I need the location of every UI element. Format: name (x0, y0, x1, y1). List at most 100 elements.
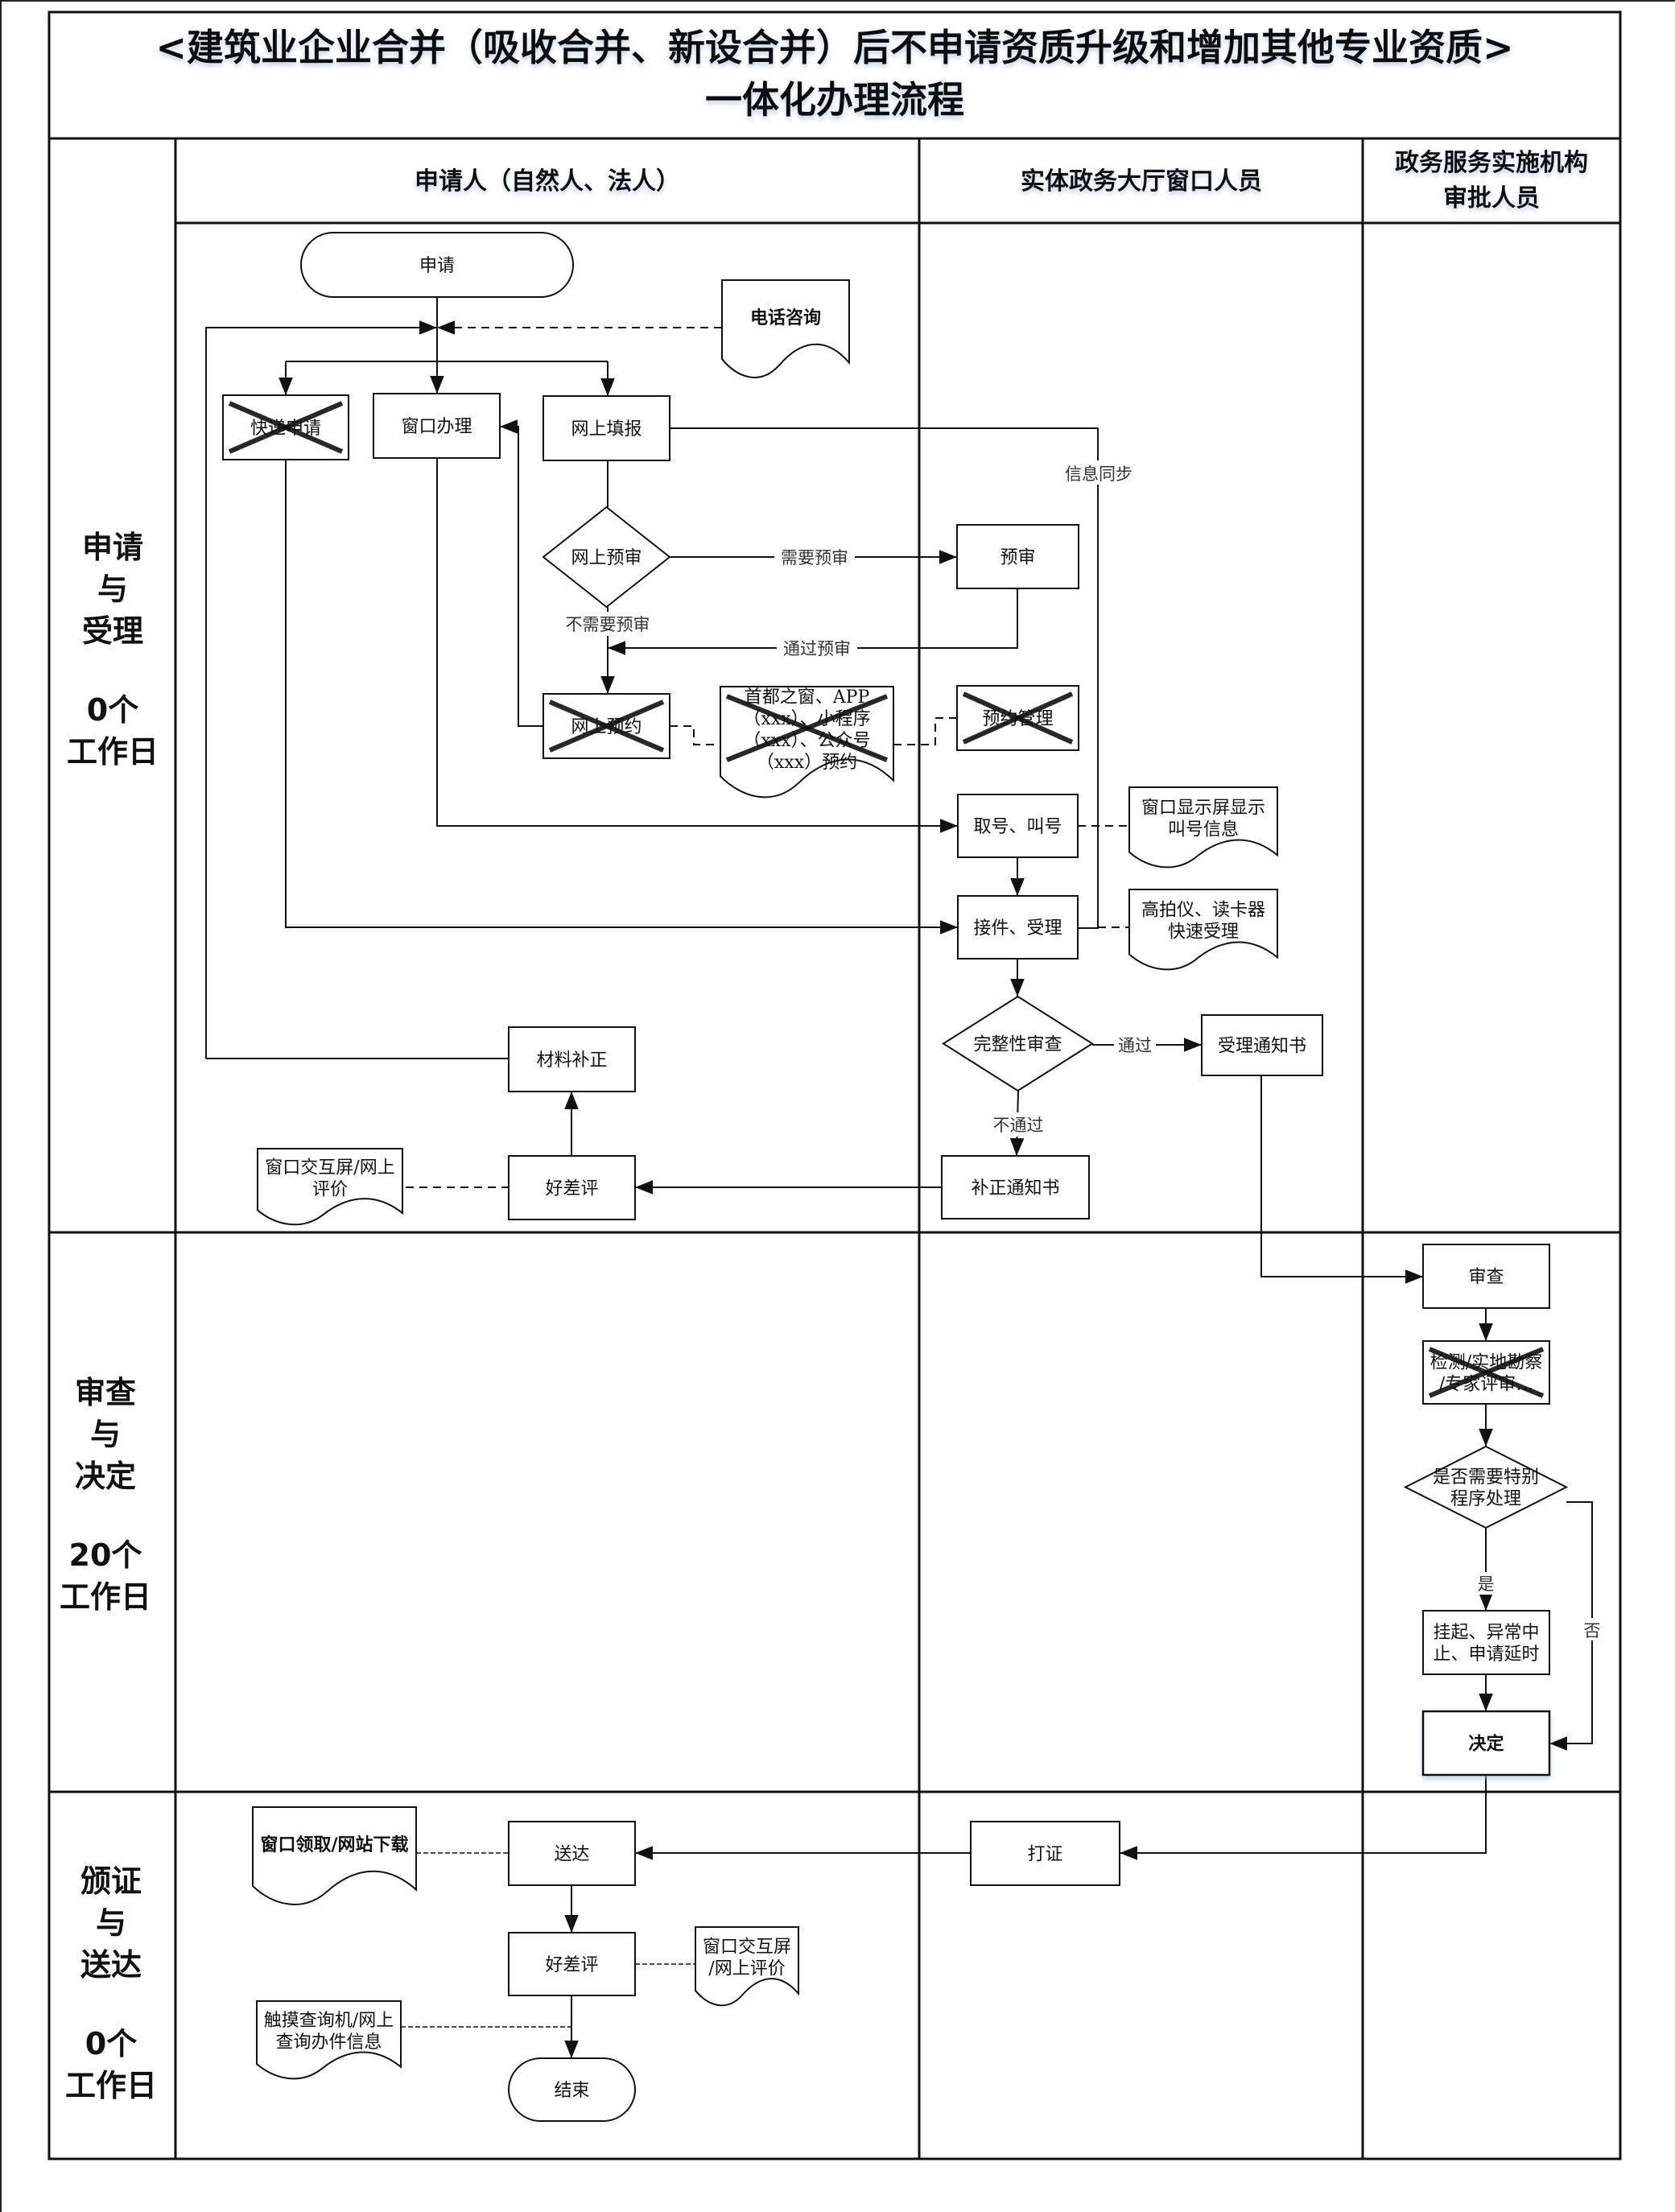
label-yes: 是 (1478, 1574, 1495, 1594)
node-decision: 决定 (1421, 1710, 1551, 1777)
special-label: 程序处理 (1450, 1489, 1521, 1509)
phase-deliver-unit: 工作日 (65, 2068, 157, 2103)
online-fill-box (543, 395, 670, 461)
node-booking-channels: 首都之窗、APP（xxx）、小程序（xxx）、公众号（xxx）预约 (720, 686, 894, 799)
edge-loop-back (205, 320, 437, 1059)
node-rating2: 好差评 (508, 1932, 636, 1996)
edge-window-to-take-number (436, 458, 958, 833)
phase-deliver-line-1: 颁证 (80, 1863, 142, 1899)
title: <建筑业企业合并（吸收合并、新设合并）后不申请资质升级和增加其他专业资质> 一体… (155, 26, 1513, 122)
end-label: 结束 (554, 2081, 589, 2101)
phase-review-days: 20个 (69, 1537, 142, 1573)
print-box (970, 1821, 1120, 1886)
phase-deliver-line-2: 与 (96, 1905, 126, 1941)
lane-header-window: 实体政务大厅窗口人员 (1021, 167, 1262, 196)
scanner-label: 快速受理 (1168, 922, 1239, 942)
node-rating1: 好差评 (508, 1155, 636, 1220)
material-fix-label: 材料补正 (536, 1050, 607, 1071)
label-pass-precheck: 通过预审 (783, 639, 851, 658)
online-fill-label: 网上填报 (571, 419, 642, 440)
rating1-doc-label: 窗口交互屏/网上 (265, 1158, 394, 1178)
booking-channels-document (720, 686, 894, 799)
label-bg (1114, 1034, 1156, 1058)
rating2-label: 好差评 (545, 1955, 598, 1975)
node-material-fix: 材料补正 (508, 1026, 636, 1092)
edge-booking-to-window (500, 419, 543, 727)
booking-channels-label: 首都之窗、APP (745, 687, 870, 708)
phase-review-line-2: 与 (90, 1417, 121, 1452)
receive-label: 接件、受理 (973, 918, 1062, 939)
phase-apply-line-3: 受理 (82, 613, 143, 649)
material-fix-box (508, 1026, 636, 1092)
label-no-precheck: 不需要预审 (566, 615, 650, 634)
label-info-sync: 信息同步 (1065, 464, 1132, 484)
accept-notice-box (1201, 1014, 1323, 1076)
label-fail: 不通过 (993, 1116, 1044, 1135)
deliver-label: 送达 (554, 1845, 589, 1865)
phase-apply-days: 0个 (87, 692, 138, 728)
take-number-label: 取号、叫号 (973, 817, 1062, 837)
suspend-label: 止、申请延时 (1433, 1645, 1539, 1665)
online-precheck-label: 网上预审 (571, 548, 642, 568)
start-terminal (300, 232, 574, 298)
lane-header-approver-line-2: 审批人员 (1443, 184, 1540, 213)
precheck-box (956, 524, 1079, 589)
correction-notice-label: 补正通知书 (971, 1178, 1059, 1199)
phase-review-unit: 工作日 (60, 1579, 151, 1615)
completeness-label: 完整性审查 (973, 1035, 1062, 1055)
node-booking-mgmt: 预约管理 (956, 685, 1079, 751)
query-doc-label: 查询办件信息 (275, 2032, 382, 2053)
phase-labels: 申请 与 受理 0个 工作日 审查 与 决定 20个 工作日 颁证 与 送达 0… (60, 530, 159, 2103)
node-review: 审查 (1422, 1244, 1550, 1309)
pickup-doc-document (252, 1806, 417, 1905)
phase-apply: 申请 与 受理 0个 工作日 (67, 530, 159, 770)
phase-apply-line-1: 申请 (82, 530, 143, 565)
flow-nodes: 申请电话咨询快递申请窗口办理网上填报网上预审预审网上预约首都之窗、APP（xxx… (222, 232, 1569, 2122)
node-express: 快递申请 (222, 394, 349, 460)
phase-review-line-1: 审查 (75, 1375, 136, 1410)
phase-deliver: 颁证 与 送达 0个 工作日 (65, 1863, 157, 2103)
label-bg (1476, 1572, 1496, 1595)
special-label: 是否需要特别 (1433, 1467, 1539, 1488)
rating1-doc-label: 评价 (312, 1179, 348, 1199)
phase-review: 审查 与 决定 20个 工作日 (60, 1375, 151, 1615)
phone-document (721, 279, 850, 378)
node-phone: 电话咨询 (721, 279, 850, 378)
decision-label: 决定 (1468, 1734, 1504, 1755)
suspend-label: 挂起、异常中 (1433, 1623, 1539, 1643)
edge-booking-to-channels (670, 725, 720, 745)
edge-pass-precheck (608, 588, 1018, 655)
phone-label: 电话咨询 (750, 307, 821, 328)
scanner-document (1128, 889, 1278, 971)
special-diamond (1403, 1445, 1569, 1529)
review-box (1422, 1244, 1550, 1309)
inspection-cross-mark (1428, 1347, 1545, 1398)
phase-apply-unit: 工作日 (67, 734, 159, 770)
phase-apply-line-2: 与 (97, 572, 128, 607)
node-rating2-doc: 窗口交互屏/网上评价 (695, 1926, 799, 2007)
window-apply-label: 窗口办理 (401, 417, 472, 437)
node-correction-notice: 补正通知书 (941, 1155, 1090, 1219)
scanner-label: 高拍仪、读卡器 (1141, 900, 1265, 920)
rating1-doc-document (257, 1148, 403, 1226)
node-print: 打证 (970, 1821, 1120, 1886)
label-bg (990, 1112, 1046, 1137)
express-cross-mark (228, 401, 344, 454)
query-doc-document (256, 2000, 402, 2080)
rating2-doc-label: 窗口交互屏 (703, 1938, 791, 1958)
end-terminal (508, 2057, 636, 2122)
node-window-apply: 窗口办理 (373, 393, 501, 459)
node-deliver: 送达 (508, 1821, 636, 1886)
lane-headers: 申请人（自然人、法人） 实体政务大厅窗口人员 政务服务实施机构 审批人员 (415, 149, 1588, 213)
node-start: 申请 (300, 232, 574, 298)
decision-box (1421, 1710, 1551, 1777)
print-label: 打证 (1027, 1845, 1062, 1865)
node-online-fill: 网上填报 (543, 395, 670, 461)
lane-header-applicant: 申请人（自然人、法人） (415, 167, 680, 196)
edge-info-sync (670, 427, 1099, 929)
